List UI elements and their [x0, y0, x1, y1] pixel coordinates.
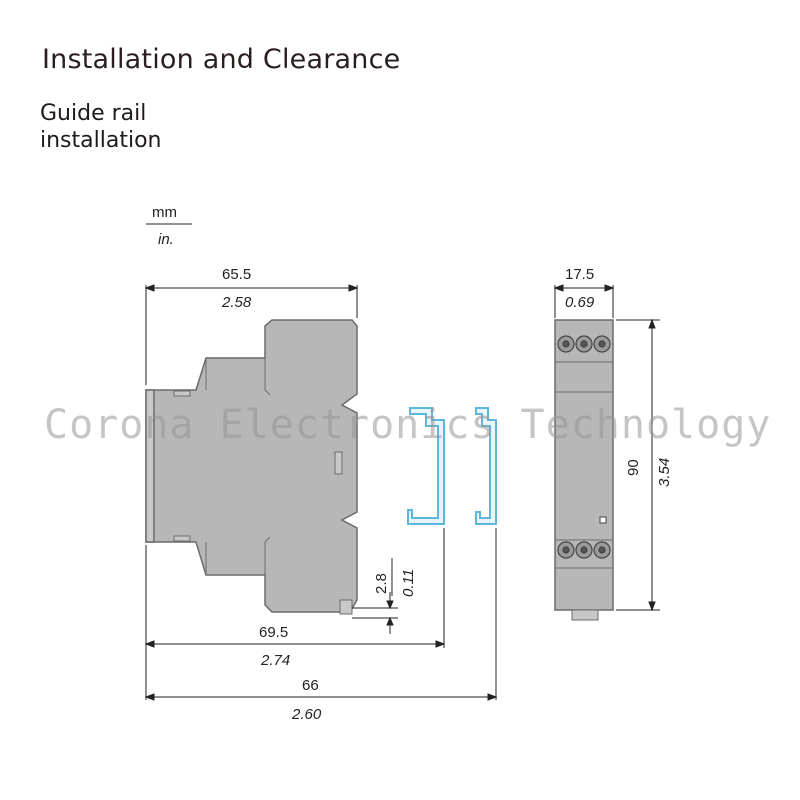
front-latch — [571, 609, 599, 621]
dim-width-top-mm: 65.5 — [222, 266, 251, 283]
section-subtitle: Guide rail installation — [40, 101, 162, 153]
dimension-lines — [144, 284, 498, 701]
rail-profile-1 — [407, 407, 445, 525]
unit-in-label: in. — [158, 231, 174, 248]
dim-rail-width-in: 2.74 — [260, 652, 290, 669]
dim-offset-in: 0.11 — [400, 569, 417, 597]
status-led — [599, 516, 607, 524]
device-side-view — [145, 319, 358, 615]
dim-width-top-in: 2.58 — [221, 294, 252, 311]
dim-depth-mm: 17.5 — [565, 266, 594, 283]
latch-tab — [339, 599, 353, 615]
din-rail-profile — [407, 407, 497, 525]
dim-depth-in: 0.69 — [565, 294, 595, 311]
watermark-text: Corona Electronics Technology — [44, 402, 772, 448]
rail-profile-2 — [475, 407, 497, 525]
dim-height-in: 3.54 — [656, 458, 673, 487]
dim-height-mm: 90 — [625, 459, 642, 476]
terminal-screws-bottom — [557, 541, 611, 559]
device-side-body — [145, 319, 358, 613]
page-title: Installation and Clearance — [42, 44, 401, 75]
dim-total-width-in: 2.60 — [291, 706, 322, 723]
front-dimension-lines — [553, 284, 660, 612]
unit-mm-label: mm — [152, 204, 177, 221]
device-front-view — [554, 319, 614, 621]
terminal-screws-top — [557, 335, 611, 353]
dim-total-width-mm: 66 — [302, 677, 319, 694]
dim-offset-mm: 2.8 — [373, 573, 390, 594]
dim-rail-width-mm: 69.5 — [259, 624, 288, 641]
rail-clip — [334, 451, 343, 475]
